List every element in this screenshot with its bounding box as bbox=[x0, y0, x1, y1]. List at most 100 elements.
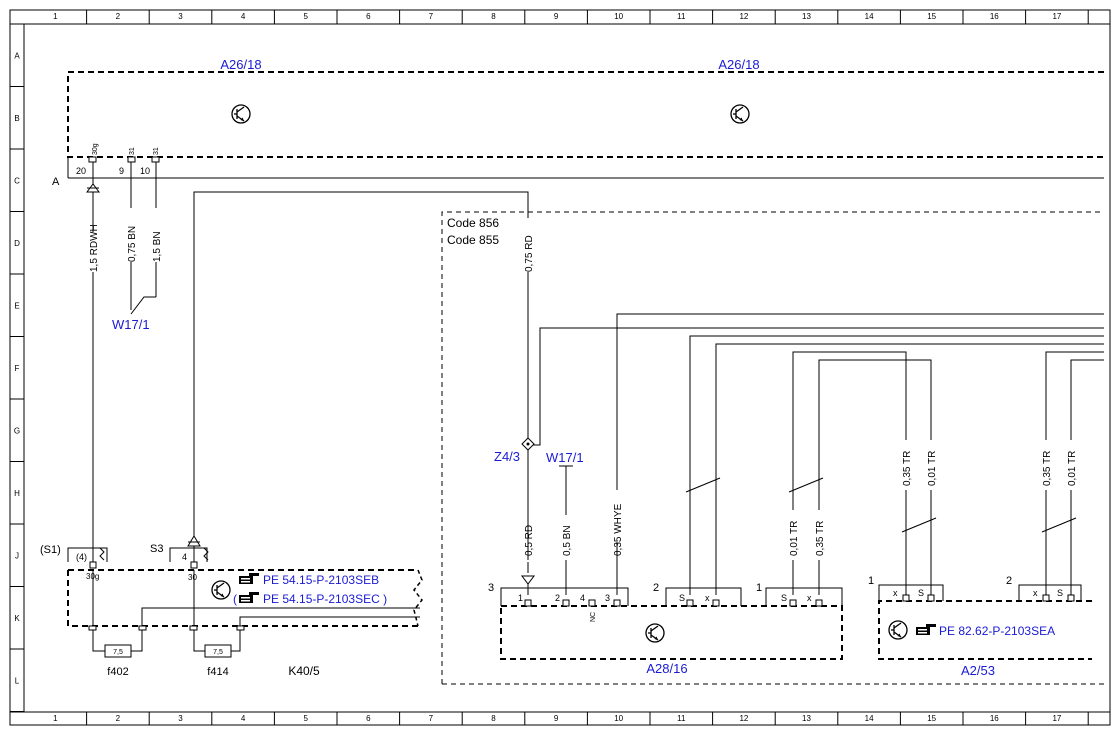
a28-pin-s: S bbox=[781, 593, 787, 603]
wire-001-tr-a: 0,01 TR bbox=[789, 521, 800, 556]
a2-group-2: 2 bbox=[1006, 575, 1012, 587]
ref-pe-82-62[interactable]: PE 82.62-P-2103SEA bbox=[939, 624, 1055, 638]
a2-53-label[interactable]: A2/53 bbox=[961, 663, 995, 678]
column-label: 13 bbox=[802, 12, 811, 21]
a2-pin-x: x bbox=[893, 588, 898, 598]
ref-pe-54-15-sec[interactable]: PE 54.15-P-2103SEC ) bbox=[263, 592, 387, 606]
reference-hand-icon bbox=[239, 592, 259, 603]
a28-pin-1: 1 bbox=[518, 593, 523, 603]
column-label: 17 bbox=[1052, 714, 1061, 723]
column-label: 17 bbox=[1052, 12, 1061, 21]
a28-pin-2: 2 bbox=[555, 593, 560, 603]
s3-pin-30: 30 bbox=[188, 573, 197, 582]
wire-075-bn: 0,75 BN bbox=[127, 226, 138, 262]
wire-15-bn: 1,5 BN bbox=[152, 231, 163, 262]
row-label: J bbox=[15, 551, 19, 560]
transistor-icon bbox=[211, 580, 231, 600]
row-label: D bbox=[14, 239, 20, 248]
a2-53-module bbox=[878, 584, 1092, 660]
a26-18-label-right[interactable]: A26/18 bbox=[718, 57, 759, 72]
column-label: 6 bbox=[366, 12, 371, 21]
column-label: 3 bbox=[178, 12, 183, 21]
column-label: 14 bbox=[865, 714, 874, 723]
wire-035-tr-b: 0,35 TR bbox=[902, 451, 913, 486]
column-label: 2 bbox=[116, 12, 121, 21]
column-label: 1 bbox=[53, 12, 58, 21]
column-label: 6 bbox=[366, 714, 371, 723]
column-label: 16 bbox=[990, 714, 999, 723]
k40-5-label: K40/5 bbox=[288, 664, 320, 678]
reference-hand-icon bbox=[239, 573, 259, 584]
row-label: A bbox=[14, 51, 20, 60]
row-label: F bbox=[15, 364, 20, 373]
fuse-f414-rating: 7,5 bbox=[213, 649, 223, 656]
z4-3-label[interactable]: Z4/3 bbox=[494, 449, 520, 464]
s1-pin-4: (4) bbox=[76, 552, 87, 562]
fuse-f402-rating: 7,5 bbox=[113, 649, 123, 656]
column-label: 4 bbox=[241, 12, 246, 21]
w17-1-label-left[interactable]: W17/1 bbox=[112, 317, 150, 332]
row-label: G bbox=[14, 426, 20, 435]
column-label: 13 bbox=[802, 714, 811, 723]
a28-pin-nc: NC bbox=[590, 612, 597, 622]
column-label: 11 bbox=[677, 714, 686, 723]
a28-16-module bbox=[500, 587, 843, 660]
a28-pin-s: S bbox=[679, 593, 685, 603]
pin-20: 20 bbox=[76, 166, 86, 176]
transistor-icon bbox=[645, 623, 665, 643]
column-label: 9 bbox=[554, 714, 559, 723]
row-label: C bbox=[14, 176, 20, 185]
column-label: 1 bbox=[53, 714, 58, 723]
column-label: 11 bbox=[677, 12, 686, 21]
a28-pin-x: x bbox=[807, 593, 812, 603]
a28-group-1: 1 bbox=[756, 582, 762, 594]
s3-label: S3 bbox=[150, 543, 163, 555]
row-label: K bbox=[14, 614, 20, 623]
w17-1-label-mid[interactable]: W17/1 bbox=[546, 450, 584, 465]
wire-075-rd: 0,75 RD bbox=[524, 235, 535, 272]
column-label: 10 bbox=[614, 12, 623, 21]
left-wires bbox=[86, 162, 529, 562]
a26-18-label-left[interactable]: A26/18 bbox=[220, 57, 261, 72]
row-label: E bbox=[14, 301, 19, 310]
row-label: B bbox=[14, 114, 19, 123]
column-label: 16 bbox=[990, 12, 999, 21]
wire-05-rd: 0,5 RD bbox=[524, 525, 535, 556]
ref-pe-54-15-seb[interactable]: PE 54.15-P-2103SEB bbox=[263, 573, 379, 587]
wire-035-tr-a: 0,35 TR bbox=[815, 521, 826, 556]
column-label: 2 bbox=[116, 714, 121, 723]
column-label: 5 bbox=[303, 12, 308, 21]
pin-9: 9 bbox=[119, 166, 124, 176]
wire-035-tr-c: 0,35 TR bbox=[1042, 451, 1053, 486]
pin-10: 10 bbox=[140, 166, 150, 176]
column-label: 3 bbox=[178, 714, 183, 723]
column-label: 8 bbox=[491, 12, 496, 21]
transistor-icon bbox=[730, 104, 750, 124]
s1-pin-30g: 30g bbox=[86, 572, 99, 581]
connector-a-label: A bbox=[52, 176, 60, 188]
code-855: Code 855 bbox=[447, 233, 499, 247]
pin-31a: 31 bbox=[129, 147, 136, 155]
column-label: 15 bbox=[927, 714, 936, 723]
code-856-region bbox=[441, 211, 1104, 684]
a2-pin-x: x bbox=[1033, 588, 1038, 598]
wire-05-bn: 0,5 BN bbox=[562, 525, 573, 556]
a2-pin-s: S bbox=[918, 588, 924, 598]
a28-16-label[interactable]: A28/16 bbox=[646, 661, 687, 676]
pin-30g: 30g bbox=[92, 143, 99, 155]
transistor-icon bbox=[888, 620, 908, 640]
connector-a bbox=[67, 156, 1104, 179]
row-label: L bbox=[15, 676, 20, 685]
column-label: 8 bbox=[491, 714, 496, 723]
reference-hand-icon bbox=[916, 624, 936, 635]
column-label: 12 bbox=[739, 12, 748, 21]
column-label: 14 bbox=[865, 12, 874, 21]
transistor-icon bbox=[231, 104, 251, 124]
fuse-f402-label: f402 bbox=[107, 666, 128, 678]
column-label: 12 bbox=[739, 714, 748, 723]
wire-001-tr-c: 0,01 TR bbox=[1067, 451, 1078, 486]
